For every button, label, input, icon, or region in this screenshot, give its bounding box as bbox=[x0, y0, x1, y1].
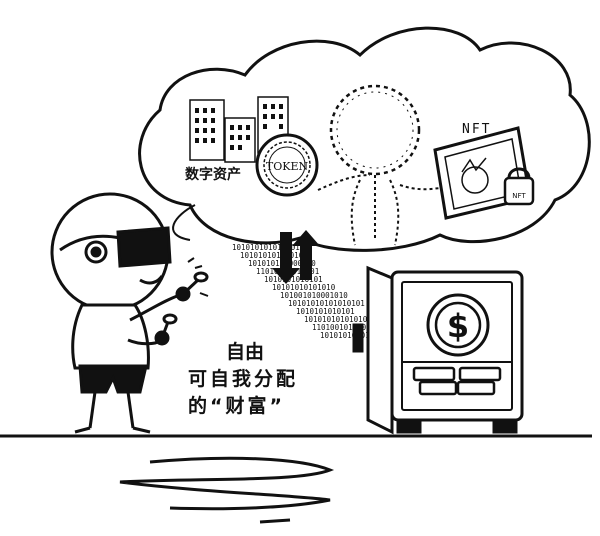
caption-line-3: 的“财富” bbox=[188, 394, 285, 417]
character-shirt bbox=[71, 303, 150, 370]
dollar-sign-icon: $ bbox=[447, 307, 469, 345]
buildings-icon bbox=[189, 96, 289, 163]
digital-asset-label: 数字资产 bbox=[185, 166, 241, 183]
binary-row: 101001010001010 bbox=[280, 291, 348, 300]
ground bbox=[0, 434, 592, 524]
gold-bars-icon bbox=[412, 366, 502, 396]
binary-row: 1010101010101 bbox=[296, 307, 355, 316]
binary-row: 1010101010101000 bbox=[304, 315, 377, 324]
token-coin-icon: TOKEN bbox=[255, 133, 319, 197]
binary-connector-lines bbox=[317, 174, 441, 246]
character-shorts bbox=[78, 364, 148, 394]
safe-icon: $ bbox=[352, 265, 524, 435]
nft-lock-label: NFT bbox=[512, 192, 526, 200]
vr-character bbox=[50, 192, 209, 434]
binary-row: 10101010101010100 bbox=[232, 243, 309, 252]
binary-row: 10101010101010 bbox=[272, 283, 336, 292]
caption-line-2: 可自我分配 bbox=[188, 367, 298, 390]
nft-label: NFT bbox=[462, 122, 491, 137]
token-label: TOKEN bbox=[266, 160, 309, 173]
lock-icon: NFT bbox=[503, 167, 535, 206]
caption-line-1: 自由 bbox=[226, 340, 264, 363]
caption: 自由 可自我分配 的“财富” bbox=[188, 340, 298, 417]
binary-ring-icon bbox=[329, 84, 421, 176]
binary-row: 10101010101010101 bbox=[288, 299, 365, 308]
binary-row: 11010010101010 bbox=[312, 323, 376, 332]
binary-row: 1010101010101010 bbox=[240, 251, 313, 260]
binary-row: 1010101010101 bbox=[264, 275, 323, 284]
vr-headset-icon bbox=[116, 226, 172, 268]
binary-row: 1010101010101 bbox=[320, 331, 379, 340]
exchange-arrows-icon bbox=[272, 230, 320, 284]
